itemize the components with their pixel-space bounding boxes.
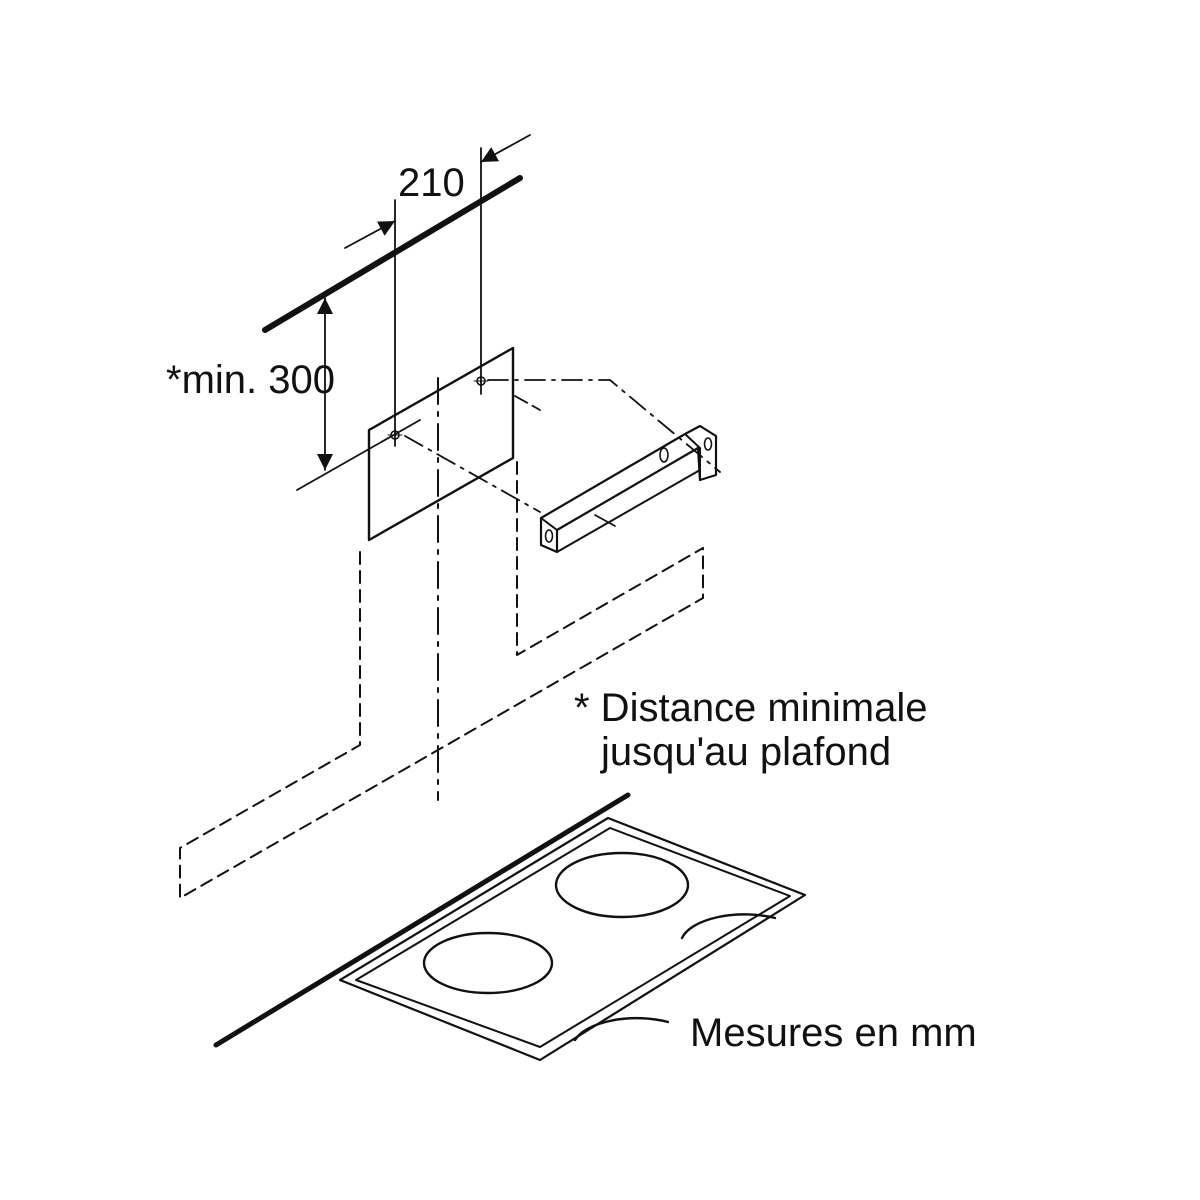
hood-outline bbox=[179, 461, 704, 899]
units-label: Mesures en mm bbox=[690, 1011, 977, 1055]
burner-front-right bbox=[573, 1016, 670, 1042]
width-dimension bbox=[344, 134, 531, 447]
burner-back-right bbox=[680, 913, 777, 940]
mounting-bracket bbox=[539, 424, 718, 554]
wall-plate bbox=[367, 346, 515, 542]
burner-back-left bbox=[554, 851, 690, 919]
worktop-edge bbox=[213, 792, 631, 1048]
ceiling-line bbox=[262, 175, 523, 333]
height-dimension-label: *min. 300 bbox=[166, 358, 335, 402]
burner-front-left bbox=[422, 931, 554, 995]
note-line-2: jusqu'au plafond bbox=[601, 730, 892, 774]
width-dimension-label: 210 bbox=[398, 161, 465, 205]
height-dimension bbox=[296, 297, 421, 491]
cooktop bbox=[338, 816, 807, 1062]
note-line-1: * Distance minimale bbox=[574, 686, 928, 730]
